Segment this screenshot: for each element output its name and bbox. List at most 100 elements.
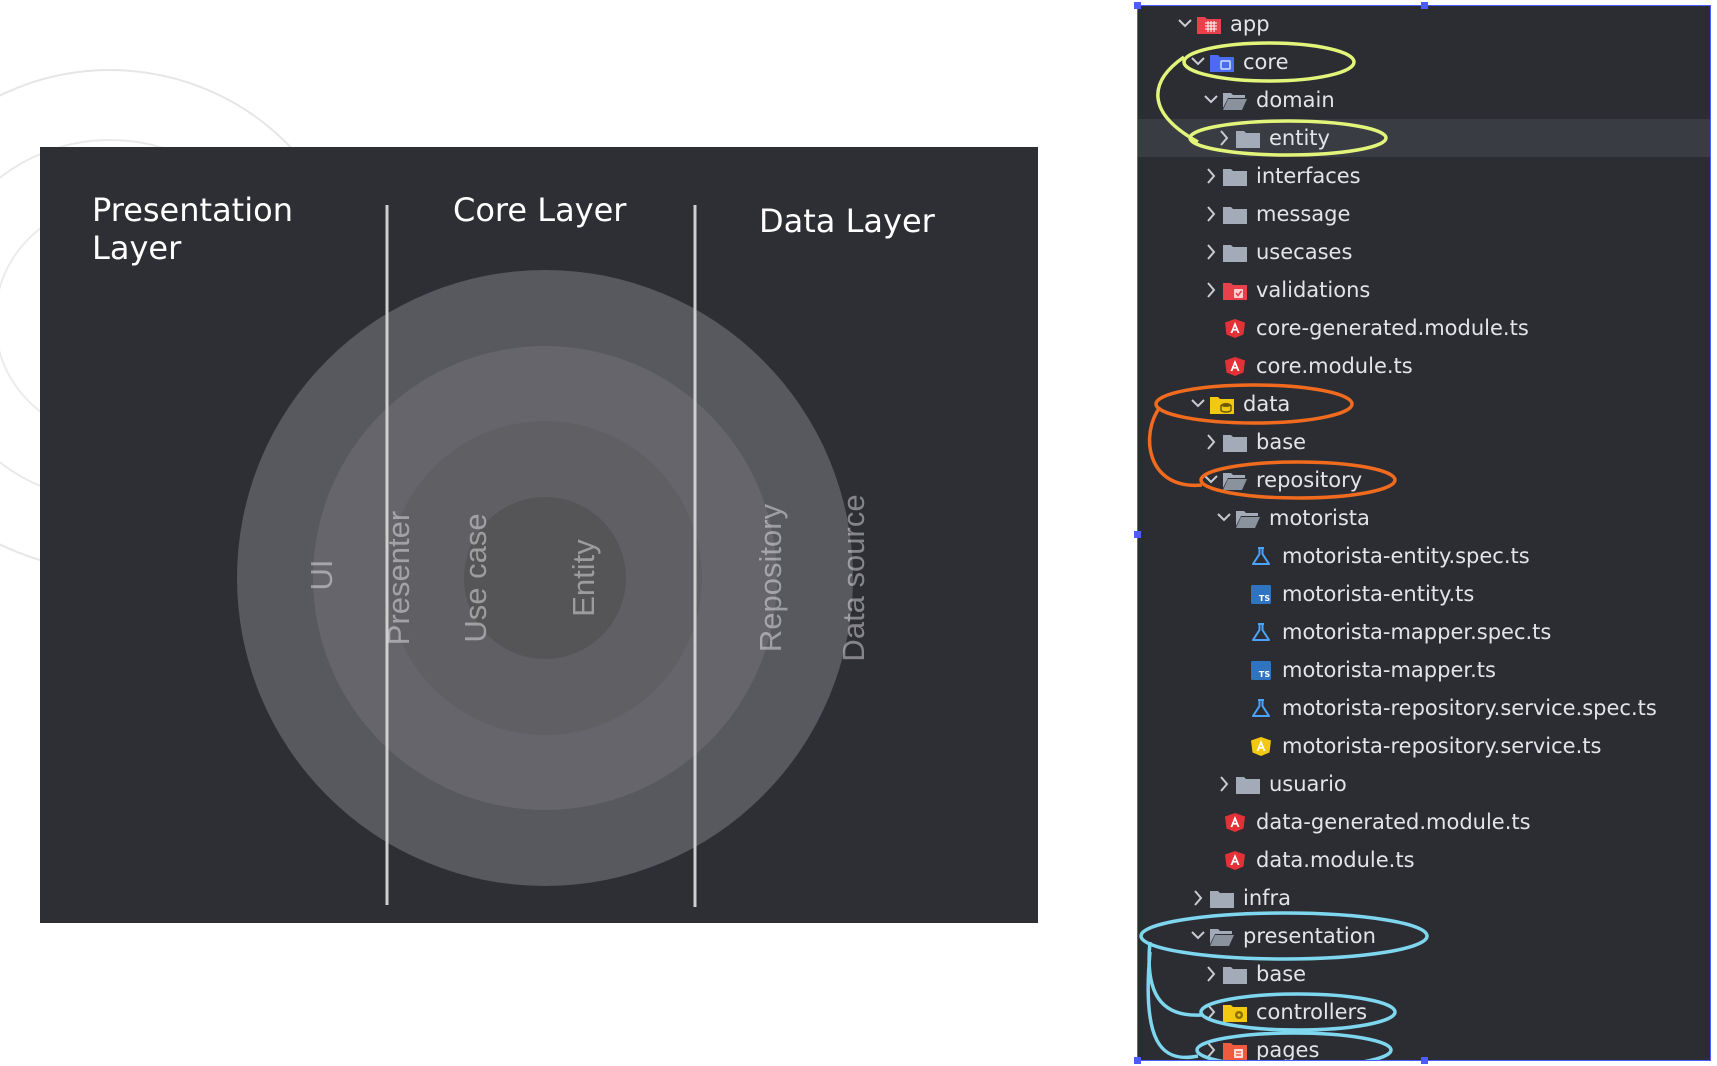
tree-item-label: presentation [1243, 924, 1376, 948]
pages-folder-icon [1223, 1043, 1247, 1060]
test-flask-icon [1252, 623, 1270, 641]
tree-item-base[interactable]: base [1138, 955, 1710, 993]
folder-icon [1236, 131, 1260, 148]
data-layer-title: Data Layer [759, 202, 935, 240]
tree-item-motorista-entity-spec-ts[interactable]: motorista-entity.spec.ts [1138, 537, 1710, 575]
angular-icon [1225, 357, 1245, 376]
tree-item-label: data-generated.module.ts [1256, 810, 1531, 834]
tree-item-motorista-repository-service-ts[interactable]: motorista-repository.service.ts [1138, 727, 1710, 765]
validations-folder-icon [1223, 283, 1247, 300]
tree-item-label: core-generated.module.ts [1256, 316, 1529, 340]
folder-icon [1223, 207, 1247, 224]
tree-item-motorista-mapper-ts[interactable]: TS motorista-mapper.ts [1138, 651, 1710, 689]
core-layer-title: Core Layer [453, 191, 627, 229]
clean-architecture-diagram: UI Presenter Use case Entity Repository … [40, 147, 1038, 923]
folder-icon [1236, 777, 1260, 794]
tree-item-base[interactable]: base [1138, 423, 1710, 461]
folder-icon [1210, 891, 1234, 908]
tree-item-controllers[interactable]: controllers [1138, 993, 1710, 1031]
tree-item-label: repository [1256, 468, 1363, 492]
chevron-right-icon[interactable] [1203, 271, 1219, 309]
selection-handle[interactable] [1134, 2, 1141, 9]
folder-open-icon [1236, 511, 1260, 528]
selection-handle[interactable] [1421, 1057, 1428, 1064]
chevron-right-icon[interactable] [1203, 1031, 1219, 1061]
tree-item-label: pages [1256, 1038, 1320, 1061]
chevron-right-icon[interactable] [1203, 423, 1219, 461]
chevron-down-icon[interactable] [1216, 499, 1232, 537]
onion-rings: UI Presenter Use case Entity Repository … [237, 205, 871, 907]
chevron-right-icon[interactable] [1203, 233, 1219, 271]
tree-item-motorista[interactable]: motorista [1138, 499, 1710, 537]
tree-item-label: motorista-mapper.ts [1282, 658, 1496, 682]
tree-item-usuario[interactable]: usuario [1138, 765, 1710, 803]
tree-item-usecases[interactable]: usecases [1138, 233, 1710, 271]
folder-icon [1223, 169, 1247, 186]
chevron-down-icon[interactable] [1190, 917, 1206, 955]
chevron-right-icon[interactable] [1216, 765, 1232, 803]
ring-core [464, 497, 626, 659]
folder-icon [1223, 245, 1247, 262]
tree-item-label: entity [1269, 126, 1330, 150]
chevron-down-icon[interactable] [1203, 461, 1219, 499]
svg-text:TS: TS [1259, 594, 1270, 603]
selection-handle[interactable] [1421, 2, 1428, 9]
file-explorer-tree[interactable]: app core domain entity interfaces message usec… [1137, 5, 1711, 1061]
tree-item-label: core [1243, 50, 1289, 74]
tree-item-label: usecases [1256, 240, 1353, 264]
tree-item-label: motorista [1269, 506, 1370, 530]
chevron-right-icon[interactable] [1203, 195, 1219, 233]
tree-item-infra[interactable]: infra [1138, 879, 1710, 917]
chevron-right-icon[interactable] [1203, 955, 1219, 993]
tree-item-label: validations [1256, 278, 1371, 302]
tree-item-core[interactable]: core [1138, 43, 1710, 81]
chevron-right-icon[interactable] [1216, 119, 1232, 157]
tree-item-data[interactable]: data [1138, 385, 1710, 423]
tree-item-label: motorista-repository.service.ts [1282, 734, 1602, 758]
tree-item-app[interactable]: app [1138, 5, 1710, 43]
angular-service-icon [1251, 737, 1271, 756]
ring-label-data-source: Data source [836, 494, 871, 661]
tree-item-label: motorista-entity.spec.ts [1282, 544, 1530, 568]
tree-item-label: base [1256, 962, 1307, 986]
tree-item-label: base [1256, 430, 1307, 454]
chevron-right-icon[interactable] [1203, 157, 1219, 195]
tree-item-label: controllers [1256, 1000, 1368, 1024]
typescript-icon: TS [1251, 661, 1271, 680]
tree-item-label: message [1256, 202, 1351, 226]
tree-item-message[interactable]: message [1138, 195, 1710, 233]
tree-item-label: data.module.ts [1256, 848, 1415, 872]
tree-item-presentation[interactable]: presentation [1138, 917, 1710, 955]
ring-label-entity: Entity [566, 539, 601, 617]
folder-icon [1223, 967, 1247, 984]
folder-open-icon [1223, 473, 1247, 490]
tree-item-data-generated-module-ts[interactable]: data-generated.module.ts [1138, 803, 1710, 841]
tree-item-validations[interactable]: validations [1138, 271, 1710, 309]
tree-item-label: motorista-mapper.spec.ts [1282, 620, 1552, 644]
tree-item-motorista-mapper-spec-ts[interactable]: motorista-mapper.spec.ts [1138, 613, 1710, 651]
tree-item-repository[interactable]: repository [1138, 461, 1710, 499]
tree-item-entity[interactable]: entity [1138, 119, 1710, 157]
chevron-down-icon[interactable] [1190, 385, 1206, 423]
tree-item-interfaces[interactable]: interfaces [1138, 157, 1710, 195]
folder-open-icon [1223, 93, 1247, 110]
tree-item-motorista-entity-ts[interactable]: TS motorista-entity.ts [1138, 575, 1710, 613]
selection-handle[interactable] [1134, 1057, 1141, 1064]
chevron-down-icon[interactable] [1203, 81, 1219, 119]
chevron-down-icon[interactable] [1177, 5, 1193, 43]
tree-item-motorista-repository-service-spec-ts[interactable]: motorista-repository.service.spec.ts [1138, 689, 1710, 727]
chevron-right-icon[interactable] [1190, 879, 1206, 917]
tree-item-label: motorista-entity.ts [1282, 582, 1475, 606]
tree-item-core-module-ts[interactable]: core.module.ts [1138, 347, 1710, 385]
chevron-down-icon[interactable] [1190, 43, 1206, 81]
data-folder-icon [1210, 397, 1234, 414]
tree-item-data-module-ts[interactable]: data.module.ts [1138, 841, 1710, 879]
angular-icon [1225, 319, 1245, 338]
core-folder-icon [1210, 55, 1234, 72]
tree-item-domain[interactable]: domain [1138, 81, 1710, 119]
chevron-right-icon[interactable] [1203, 993, 1219, 1031]
tree-item-core-generated-module-ts[interactable]: core-generated.module.ts [1138, 309, 1710, 347]
selection-handle[interactable] [1134, 531, 1141, 538]
controllers-folder-icon [1223, 1005, 1247, 1022]
tree-item-label: domain [1256, 88, 1335, 112]
